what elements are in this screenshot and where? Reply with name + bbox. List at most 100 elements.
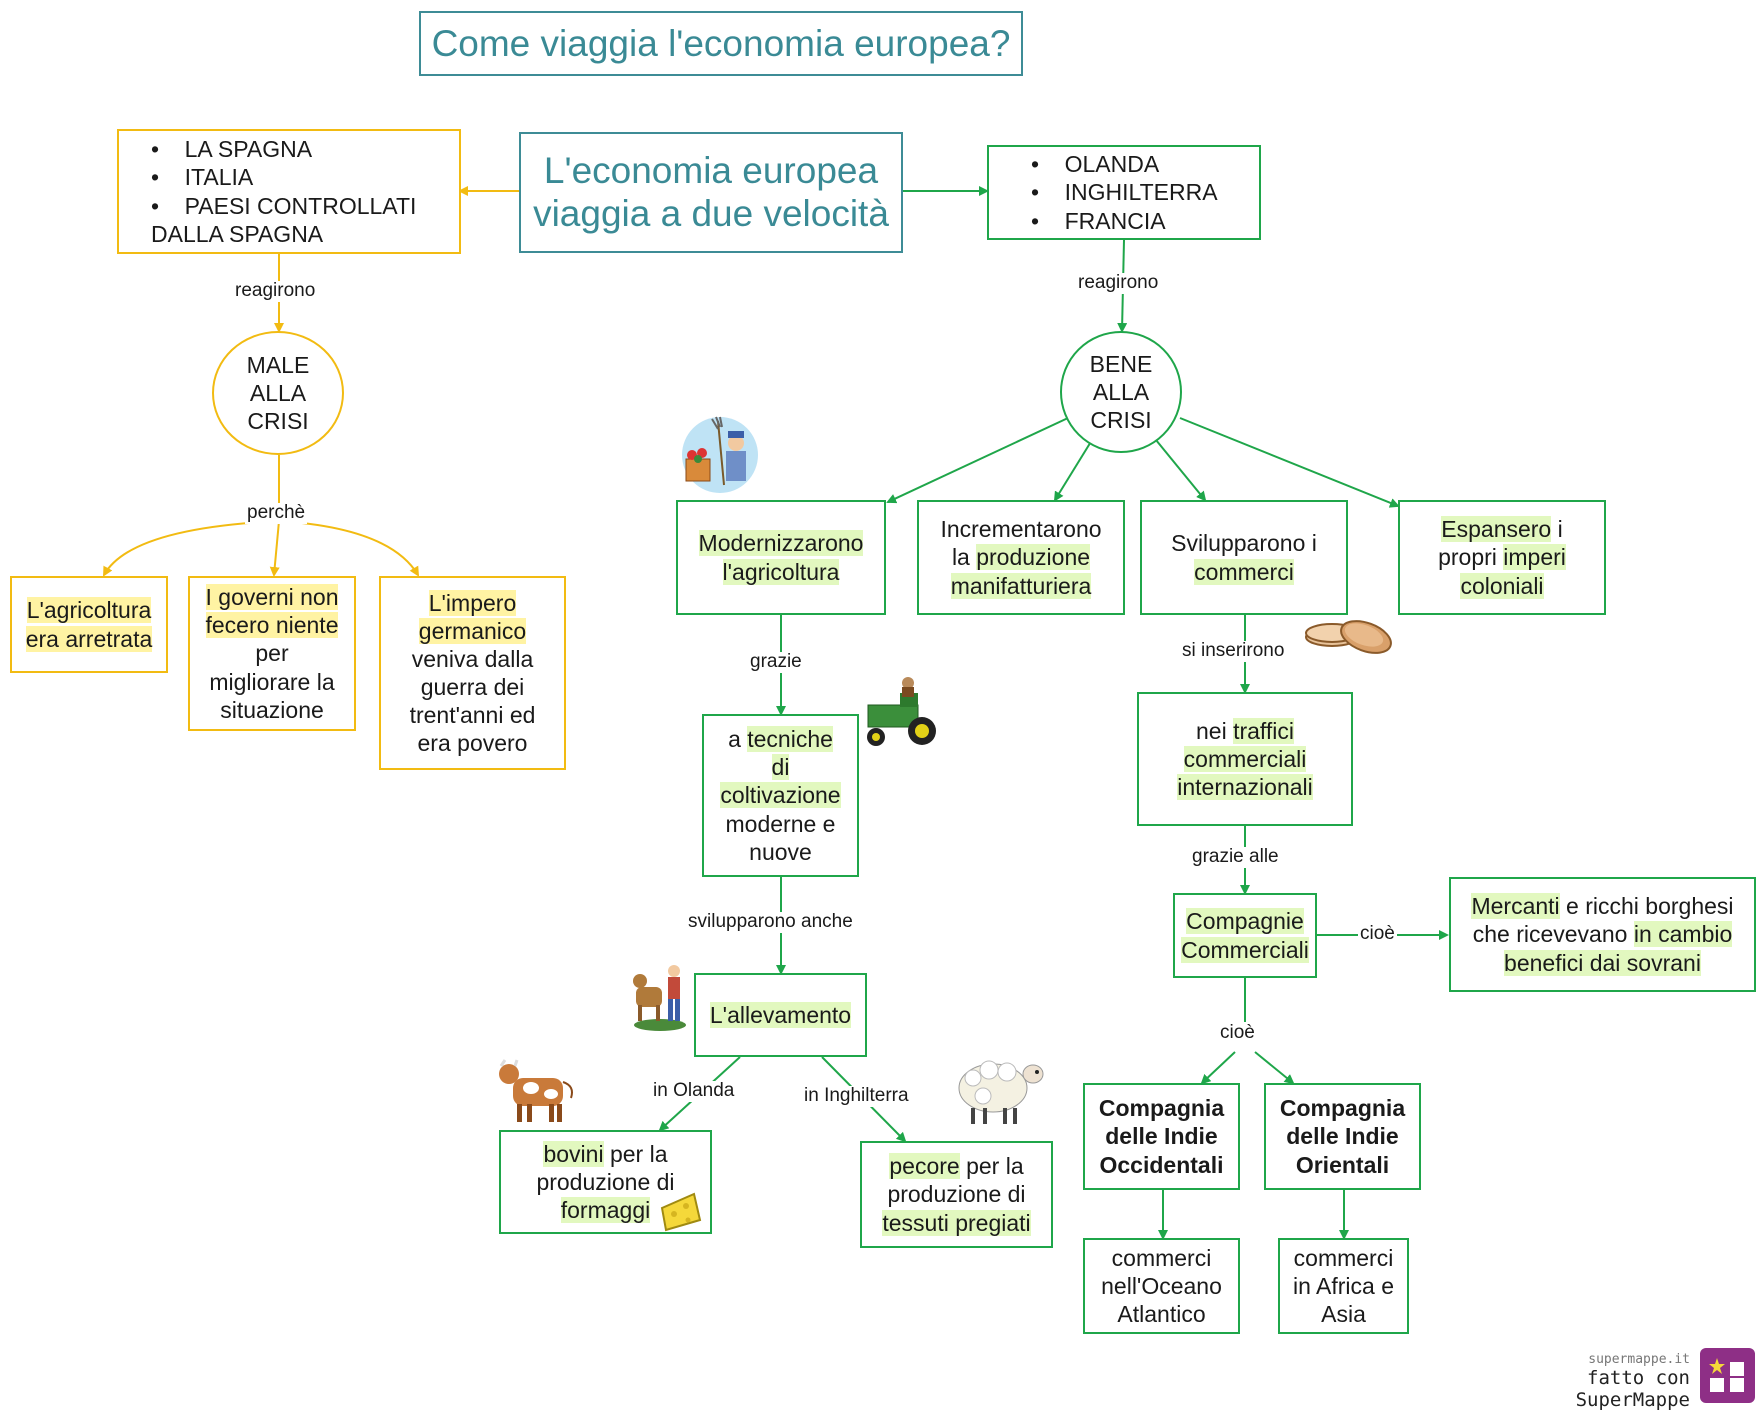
pecore-line-3: tessuti pregiati	[882, 1209, 1031, 1236]
compagnie-commerciali-node: Compagnie Commerciali	[1173, 893, 1317, 978]
farmer-icon	[682, 416, 758, 493]
espansero-imperi: imperi	[1503, 544, 1566, 571]
occidentali-line-1: Compagnia	[1098, 1095, 1225, 1122]
pecore-node: pecore per la produzione di tessuti preg…	[860, 1141, 1053, 1248]
compagnie-line-1: Compagnie	[1186, 908, 1304, 935]
compagnia-indie-orientali-node: Compagnia delle Indie Orientali	[1264, 1083, 1421, 1190]
africa-line-3: Asia	[1321, 1301, 1366, 1328]
cow-farmer-icon	[633, 965, 686, 1031]
svilupparono-line-2: commerci	[1194, 558, 1294, 585]
traffici-line-3: internazionali	[1177, 774, 1313, 801]
left-country-2: • ITALIA	[151, 164, 254, 191]
label-svilupparono-anche: svilupparono anche	[686, 911, 855, 933]
impero-line-2: germanico	[418, 617, 527, 644]
label-reagirono-left: reagirono	[233, 280, 318, 302]
right-country-2: • INGHILTERRA	[1031, 179, 1218, 206]
modernizzarono-node: Modernizzarono l'agricoltura	[676, 500, 886, 615]
bene-line-2: ALLA	[1092, 378, 1150, 405]
central-line-2: viaggia a due velocità	[533, 192, 889, 234]
agricoltura-arretrata-node: L'agricoltura era arretrata	[10, 576, 168, 673]
tractor-icon	[867, 677, 936, 746]
link-bene-incrementarono	[1053, 439, 1093, 502]
modernizzarono-line-2: l'agricoltura	[722, 558, 840, 585]
left-country-3-cont: DALLA SPAGNA	[151, 220, 324, 247]
impero-line-5: trent'anni ed	[409, 702, 536, 729]
traffici-highlight: traffici	[1233, 717, 1295, 744]
label-reagirono-right: reagirono	[1076, 272, 1161, 294]
agricoltura-line-2: era arretrata	[25, 625, 153, 652]
atlantico-line-2: nell'Oceano	[1101, 1272, 1222, 1299]
footer-site: supermappe.it	[1588, 1352, 1690, 1367]
impero-germanico-node: L'impero germanico veniva dalla guerra d…	[379, 576, 566, 770]
bene-alla-crisi-node: BENE ALLA CRISI	[1060, 331, 1182, 453]
compagnie-line-2: Commerciali	[1181, 936, 1309, 963]
right-countries-box: • OLANDA • INGHILTERRA • FRANCIA	[987, 145, 1261, 240]
governi-line-4: migliorare la	[209, 668, 335, 695]
link-perche-agricoltura	[103, 520, 280, 577]
cow-icon	[499, 1059, 573, 1122]
atlantico-line-1: commerci	[1111, 1244, 1212, 1271]
bovini-formaggi: formaggi	[560, 1197, 651, 1224]
governi-line-3: per	[255, 640, 289, 667]
impero-line-1: L'impero	[428, 589, 517, 616]
coins-icon	[1305, 620, 1392, 654]
left-country-3: • PAESI CONTROLLATI	[151, 192, 417, 219]
incrementarono-produzione: produzione	[976, 544, 1091, 571]
orientali-line-1: Compagnia	[1279, 1095, 1406, 1122]
mercanti-node: Mercanti e ricchi borghesi che ricevevan…	[1449, 877, 1756, 992]
mercanti-highlight: Mercanti	[1471, 893, 1560, 920]
governi-line-1: I governi non	[205, 584, 339, 611]
footer-made-with: fatto con SuperMappe	[1575, 1367, 1690, 1411]
occidentali-line-2: delle Indie	[1105, 1123, 1218, 1150]
bene-line-3: CRISI	[1090, 407, 1152, 434]
label-cioe-2: cioè	[1218, 1022, 1257, 1044]
left-country-1: • LA SPAGNA	[151, 136, 313, 163]
tecniche-line-3: coltivazione	[720, 782, 841, 809]
label-in-olanda: in Olanda	[651, 1080, 737, 1102]
modernizzarono-line-1: Modernizzarono	[698, 530, 864, 557]
right-country-3: • FRANCIA	[1031, 207, 1166, 234]
cheese-icon	[660, 1192, 702, 1232]
svilupparono-node: Svilupparono i commerci	[1140, 500, 1348, 615]
label-grazie: grazie	[748, 651, 804, 673]
central-concept: L'economia europea viaggia a due velocit…	[519, 132, 903, 253]
right-country-1: • OLANDA	[1031, 151, 1160, 178]
tecniche-line-5: nuove	[749, 838, 812, 865]
link-bene-modernizzarono	[886, 417, 1069, 504]
sheep-icon	[958, 1060, 1044, 1124]
male-line-3: CRISI	[247, 408, 309, 435]
footer-credits: supermappe.it fatto con SuperMappe	[1480, 1352, 1690, 1411]
allevamento-node: L'allevamento	[694, 973, 867, 1057]
traffici-line-2: commerciali	[1183, 745, 1307, 772]
governi-line-2: fecero niente	[205, 612, 339, 639]
governi-node: I governi non fecero niente per migliora…	[188, 576, 356, 731]
incrementarono-line-3: manifatturiera	[950, 572, 1092, 599]
orientali-line-3: Orientali	[1295, 1151, 1390, 1178]
occidentali-line-3: Occidentali	[1099, 1151, 1224, 1178]
espansero-node: Espansero i propri imperi coloniali	[1398, 500, 1606, 615]
map-title: Come viaggia l'economia europea?	[419, 11, 1023, 76]
link-bene-svilupparono	[1155, 439, 1207, 502]
mercanti-in-cambio: in cambio	[1633, 921, 1733, 948]
tecniche-line-4: moderne e	[725, 810, 836, 837]
commerci-atlantico-node: commerci nell'Oceano Atlantico	[1083, 1238, 1240, 1334]
orientali-line-2: delle Indie	[1286, 1123, 1399, 1150]
male-line-2: ALLA	[249, 379, 307, 406]
left-countries-box: • LA SPAGNA • ITALIA • PAESI CONTROLLATI…	[117, 129, 461, 254]
incrementarono-node: Incrementarono la produzione manifatturi…	[917, 500, 1125, 615]
bovini-line-2: produzione di	[536, 1168, 675, 1195]
traffici-node: nei traffici commerciali internazionali	[1137, 692, 1353, 826]
male-line-1: MALE	[246, 351, 310, 378]
supermappe-logo-icon	[1700, 1348, 1755, 1403]
male-alla-crisi-node: MALE ALLA CRISI	[212, 331, 344, 455]
agricoltura-line-1: L'agricoltura	[26, 597, 152, 624]
label-grazie-alle: grazie alle	[1190, 846, 1281, 868]
africa-line-1: commerci	[1293, 1244, 1394, 1271]
compagnia-indie-occidentali-node: Compagnia delle Indie Occidentali	[1083, 1083, 1240, 1190]
governi-line-5: situazione	[220, 696, 324, 723]
label-in-inghilterra: in Inghilterra	[802, 1085, 911, 1107]
label-si-inserirono: si inserirono	[1180, 640, 1287, 662]
tecniche-line-2: di	[771, 754, 790, 781]
tecniche-node: a tecniche di coltivazione moderne e nuo…	[702, 714, 859, 877]
label-cioe-1: cioè	[1358, 923, 1397, 945]
